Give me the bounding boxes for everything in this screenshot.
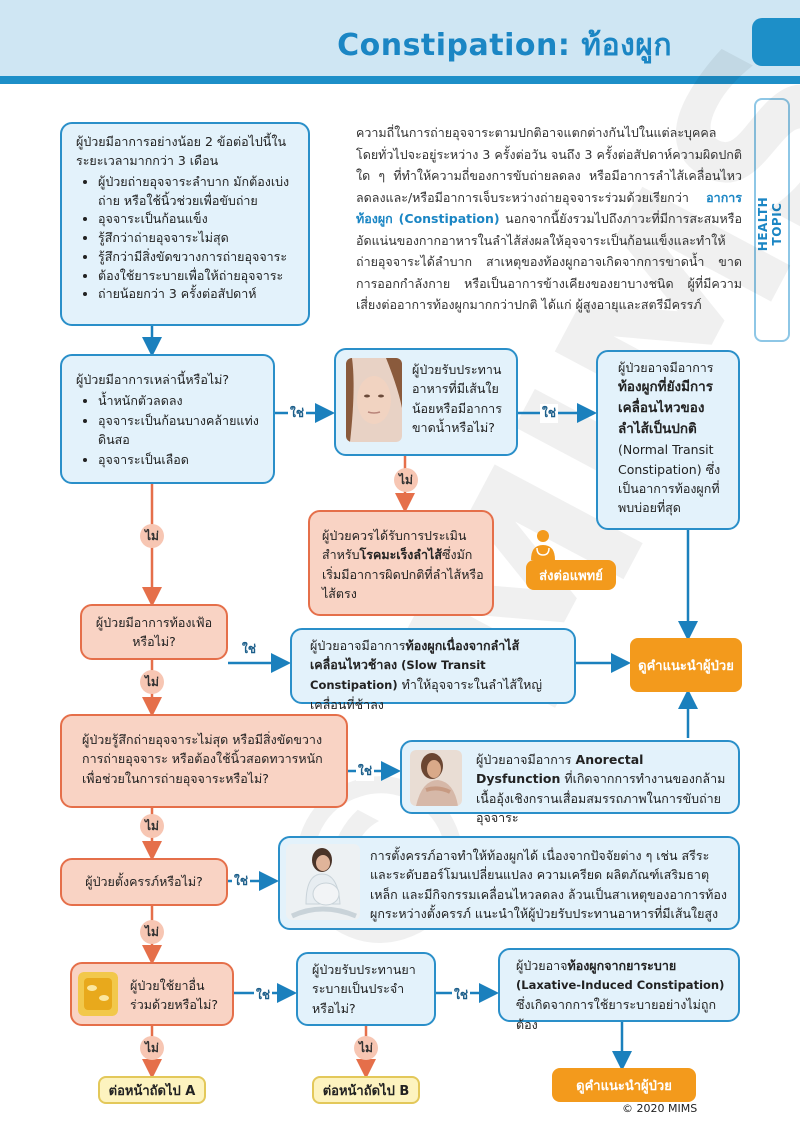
slow-transit-pre: ผู้ป่วยอาจมีอาการ bbox=[310, 638, 406, 653]
alarm-item: น้ำหนักตัวลดลง bbox=[98, 391, 263, 410]
normal-transit-post: ซึ่งเป็นอาการท้องผูกที่พบบ่อยที่สุด bbox=[618, 461, 721, 516]
other-drugs-question: ผู้ป่วยใช้ยาอื่นร่วมด้วยหรือไม่? bbox=[130, 977, 219, 1012]
incomplete-evacuation-box: ผู้ป่วยรู้สึกถ่ายอุจจาระไม่สุด หรือมีสิ่… bbox=[60, 714, 348, 808]
criteria-box: ผู้ป่วยมีอาการอย่างน้อย 2 ข้อต่อไปนี้ในร… bbox=[60, 122, 310, 326]
intro-text-1: ความถี่ในการถ่ายอุจจาระตามปกติอาจแตกต่าง… bbox=[356, 125, 742, 205]
yes-label: ใช่ bbox=[356, 762, 375, 781]
slow-transit-bold: ท้องผูกเนื่องจากลำไส้เคลื่อนไหวช้าลง bbox=[310, 638, 520, 673]
patient-advice-button-2: ดูคำแนะนำผู้ป่วย bbox=[552, 1068, 696, 1102]
abdominal-pain-photo bbox=[410, 750, 462, 806]
refer-doctor-button: ส่งต่อแพทย์ bbox=[526, 560, 616, 590]
laxative-induced-pre: ผู้ป่วยอาจ bbox=[516, 958, 568, 973]
pregnancy-question-box: ผู้ป่วยตั้งครรภ์หรือไม่? bbox=[60, 858, 228, 906]
normal-transit-bold: ท้องผูกที่ยังมีการเคลื่อนไหวของลำไส้เป็น… bbox=[618, 379, 713, 438]
copyright: © 2020 MIMS bbox=[622, 1102, 698, 1115]
alarm-item: อุจจาระเป็นก้อนบางคล้ายแท่งดินสอ bbox=[98, 411, 263, 450]
header-tab bbox=[752, 18, 800, 66]
laxative-question: ผู้ป่วยรับประทานยาระบายเป็นประจำหรือไม่? bbox=[312, 962, 416, 1016]
criteria-item: ผู้ป่วยถ่ายอุจจาระลำบาก มักต้องเบ่งถ่าย … bbox=[98, 173, 298, 211]
pregnancy-info: การตั้งครรภ์อาจทำให้ท้องผูกได้ เนื่องจาก… bbox=[370, 848, 728, 922]
criteria-item: ถ่ายน้อยกว่า 3 ครั้งต่อสัปดาห์ bbox=[98, 285, 298, 304]
criteria-item: ต้องใช้ยาระบายเพื่อให้ถ่ายอุจจาระ bbox=[98, 267, 298, 286]
yes-label: ใช่ bbox=[240, 640, 259, 659]
criteria-item: อุจจาระเป็นก้อนแข็ง bbox=[98, 210, 298, 229]
no-label: ไม่ bbox=[140, 1036, 164, 1060]
page-title: Constipation: ท้องผูก bbox=[337, 28, 672, 63]
laxative-induced-box: ผู้ป่วยอาจท้องผูกจากยาระบาย (Laxative-In… bbox=[498, 948, 740, 1032]
slow-transit-box: ผู้ป่วยอาจมีอาการท้องผูกเนื่องจากลำไส้เค… bbox=[290, 628, 576, 712]
woman-face-photo bbox=[346, 358, 402, 442]
no-label: ไม่ bbox=[140, 670, 164, 694]
laxative-induced-bold: ท้องผูกจากยาระบาย bbox=[567, 958, 677, 973]
bloating-question: ผู้ป่วยมีอาการท้องเฟ้อหรือไม่? bbox=[95, 614, 213, 649]
laxative-induced-post: ซึ่งเกิดจากการใช้ยาระบายอย่างไม่ถูกต้อง bbox=[516, 997, 717, 1032]
criteria-item: รู้สึกว่ามีสิ่งขัดขวางการถ่ายอุจจาระ bbox=[98, 248, 298, 267]
laxative-induced-en: (Laxative-Induced Constipation) bbox=[516, 978, 725, 993]
criteria-item: รู้สึกว่าถ่ายอุจจาระไม่สุด bbox=[98, 229, 298, 248]
cancer-pre: ผู้ป่วยควรได้รับการประเมินสำหรับ bbox=[322, 528, 467, 563]
cancer-post: ซึ่งมักเริ่มมีอาการผิดปกติที่ลำไส้หรือไส… bbox=[322, 547, 484, 602]
header-band bbox=[0, 0, 800, 76]
alarm-symptoms-box: ผู้ป่วยมีอาการเหล่านี้หรือไม่? น้ำหนักตั… bbox=[60, 354, 275, 484]
slow-transit-post: ทำให้อุจจาระในลำไส้ใหญ่เคลื่อนที่ช้าลง bbox=[310, 677, 543, 712]
patient-advice-button: ดูคำแนะนำผู้ป่วย bbox=[630, 638, 742, 692]
yes-label: ใช่ bbox=[452, 986, 471, 1005]
cancer-bold: โรคมะเร็งลำไส้ bbox=[359, 547, 442, 563]
pregnant-woman-photo bbox=[286, 844, 360, 920]
no-label: ไม่ bbox=[354, 1036, 378, 1060]
yes-label: ใช่ bbox=[254, 986, 273, 1005]
normal-transit-pre: ผู้ป่วยอาจมีอาการ bbox=[618, 360, 714, 375]
fiber-question: ผู้ป่วยรับประทานอาหารที่มีเส้นใยน้อยหรือ… bbox=[412, 362, 502, 436]
intro-paragraph: ความถี่ในการถ่ายอุจจาระตามปกติอาจแตกต่าง… bbox=[356, 122, 742, 316]
doctor-icon bbox=[531, 530, 555, 560]
no-label: ไม่ bbox=[140, 524, 164, 548]
intro-highlight: อาการท้องผูก (Constipation) bbox=[356, 189, 742, 227]
normal-transit-box: ผู้ป่วยอาจมีอาการ ท้องผูกที่ยังมีการเคลื… bbox=[596, 350, 740, 530]
bloating-question-box: ผู้ป่วยมีอาการท้องเฟ้อหรือไม่? bbox=[80, 604, 228, 660]
no-label: ไม่ bbox=[140, 814, 164, 838]
normal-transit-en: (Normal Transit Constipation) bbox=[618, 442, 714, 477]
pills-photo bbox=[78, 972, 118, 1016]
side-tab bbox=[754, 98, 790, 342]
cancer-evaluation-box: ผู้ป่วยควรได้รับการประเมินสำหรับโรคมะเร็… bbox=[308, 510, 494, 616]
no-label: ไม่ bbox=[394, 468, 418, 492]
intro-text-2: นอกจากนี้ยังรวมไปถึงภาวะที่มีการสะสมหรือ… bbox=[356, 211, 742, 312]
yes-label: ใช่ bbox=[540, 404, 559, 423]
alarm-question: ผู้ป่วยมีอาการเหล่านี้หรือไม่? bbox=[76, 372, 230, 387]
header-rule bbox=[0, 76, 800, 84]
no-label: ไม่ bbox=[140, 920, 164, 944]
anorectal-post: ที่เกิดจากการทำงานของกล้ามเนื้ออุ้งเชิงก… bbox=[476, 771, 726, 826]
laxative-question-box: ผู้ป่วยรับประทานยาระบายเป็นประจำหรือไม่? bbox=[296, 952, 436, 1026]
next-page-a: ต่อหน้าถัดไป A bbox=[98, 1076, 206, 1104]
next-page-b: ต่อหน้าถัดไป B bbox=[312, 1076, 420, 1104]
slow-transit-en: (Slow Transit Constipation) bbox=[310, 658, 486, 693]
anorectal-bold: Anorectal Dysfunction bbox=[476, 752, 644, 787]
alarm-item: อุจจาระเป็นเลือด bbox=[98, 450, 263, 469]
criteria-intro: ผู้ป่วยมีอาการอย่างน้อย 2 ข้อต่อไปนี้ในร… bbox=[76, 134, 286, 169]
incomplete-question: ผู้ป่วยรู้สึกถ่ายอุจจาระไม่สุด หรือมีสิ่… bbox=[82, 732, 323, 786]
anorectal-pre: ผู้ป่วยอาจมีอาการ bbox=[476, 752, 572, 767]
pregnancy-question: ผู้ป่วยตั้งครรภ์หรือไม่? bbox=[85, 874, 203, 890]
yes-label: ใช่ bbox=[288, 404, 307, 423]
yes-label: ใช่ bbox=[232, 872, 251, 891]
